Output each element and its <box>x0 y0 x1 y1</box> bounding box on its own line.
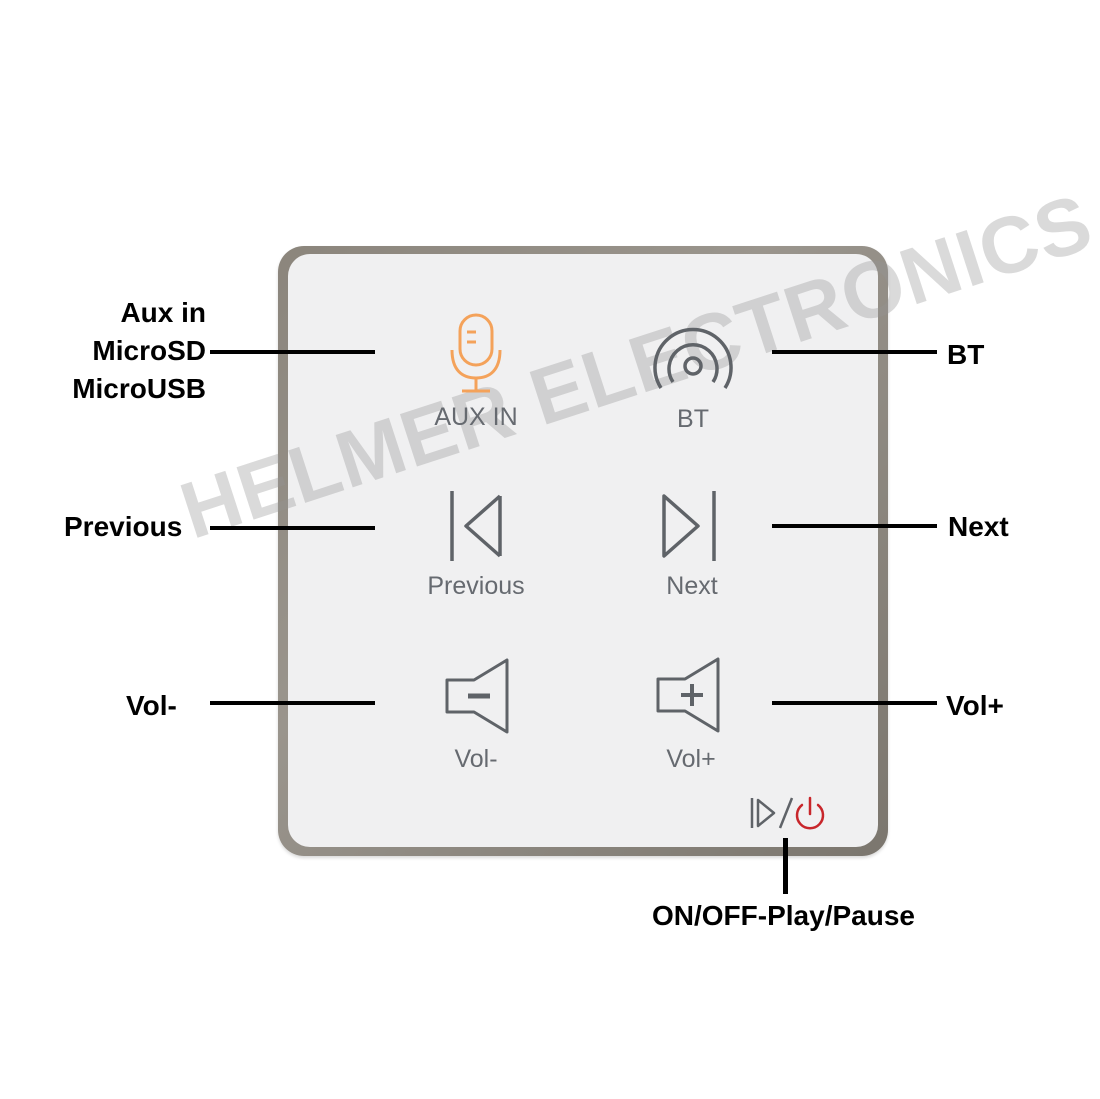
play-pause-icon[interactable] <box>748 794 830 832</box>
bluetooth-signal-icon[interactable] <box>651 324 735 394</box>
panel-label-next: Next <box>666 572 718 600</box>
leader-power <box>783 838 788 894</box>
callout-aux-line-3: MicroUSB <box>72 373 206 404</box>
panel-label-vol-plus: Vol+ <box>666 745 716 773</box>
callout-next: Next <box>948 511 1009 542</box>
leader-previous <box>210 526 375 530</box>
callout-previous: Previous <box>64 511 183 542</box>
volume-down-icon[interactable] <box>444 656 512 736</box>
callout-vol-minus: Vol- <box>126 690 177 721</box>
leader-next <box>772 524 937 528</box>
leader-aux <box>210 350 375 354</box>
power-icon[interactable] <box>792 796 828 832</box>
callout-power: ON/OFF-Play/Pause <box>652 900 915 931</box>
microphone-icon[interactable] <box>446 312 506 396</box>
panel-label-previous: Previous <box>427 572 525 600</box>
callout-vol-plus: Vol+ <box>946 690 1004 721</box>
panel-label-aux-in: AUX IN <box>434 403 518 431</box>
callout-bt: BT <box>947 339 985 370</box>
callout-aux-line-2: MicroSD <box>92 335 206 366</box>
next-track-icon[interactable] <box>658 488 720 564</box>
callout-aux-line-1: Aux in <box>120 297 206 328</box>
leader-bt <box>772 350 937 354</box>
panel-label-vol-minus: Vol- <box>454 745 498 773</box>
panel-label-bt: BT <box>677 405 709 433</box>
volume-up-icon[interactable] <box>655 655 723 735</box>
leader-vol-minus <box>210 701 375 705</box>
previous-track-icon[interactable] <box>446 488 506 564</box>
leader-vol-plus <box>772 701 937 705</box>
